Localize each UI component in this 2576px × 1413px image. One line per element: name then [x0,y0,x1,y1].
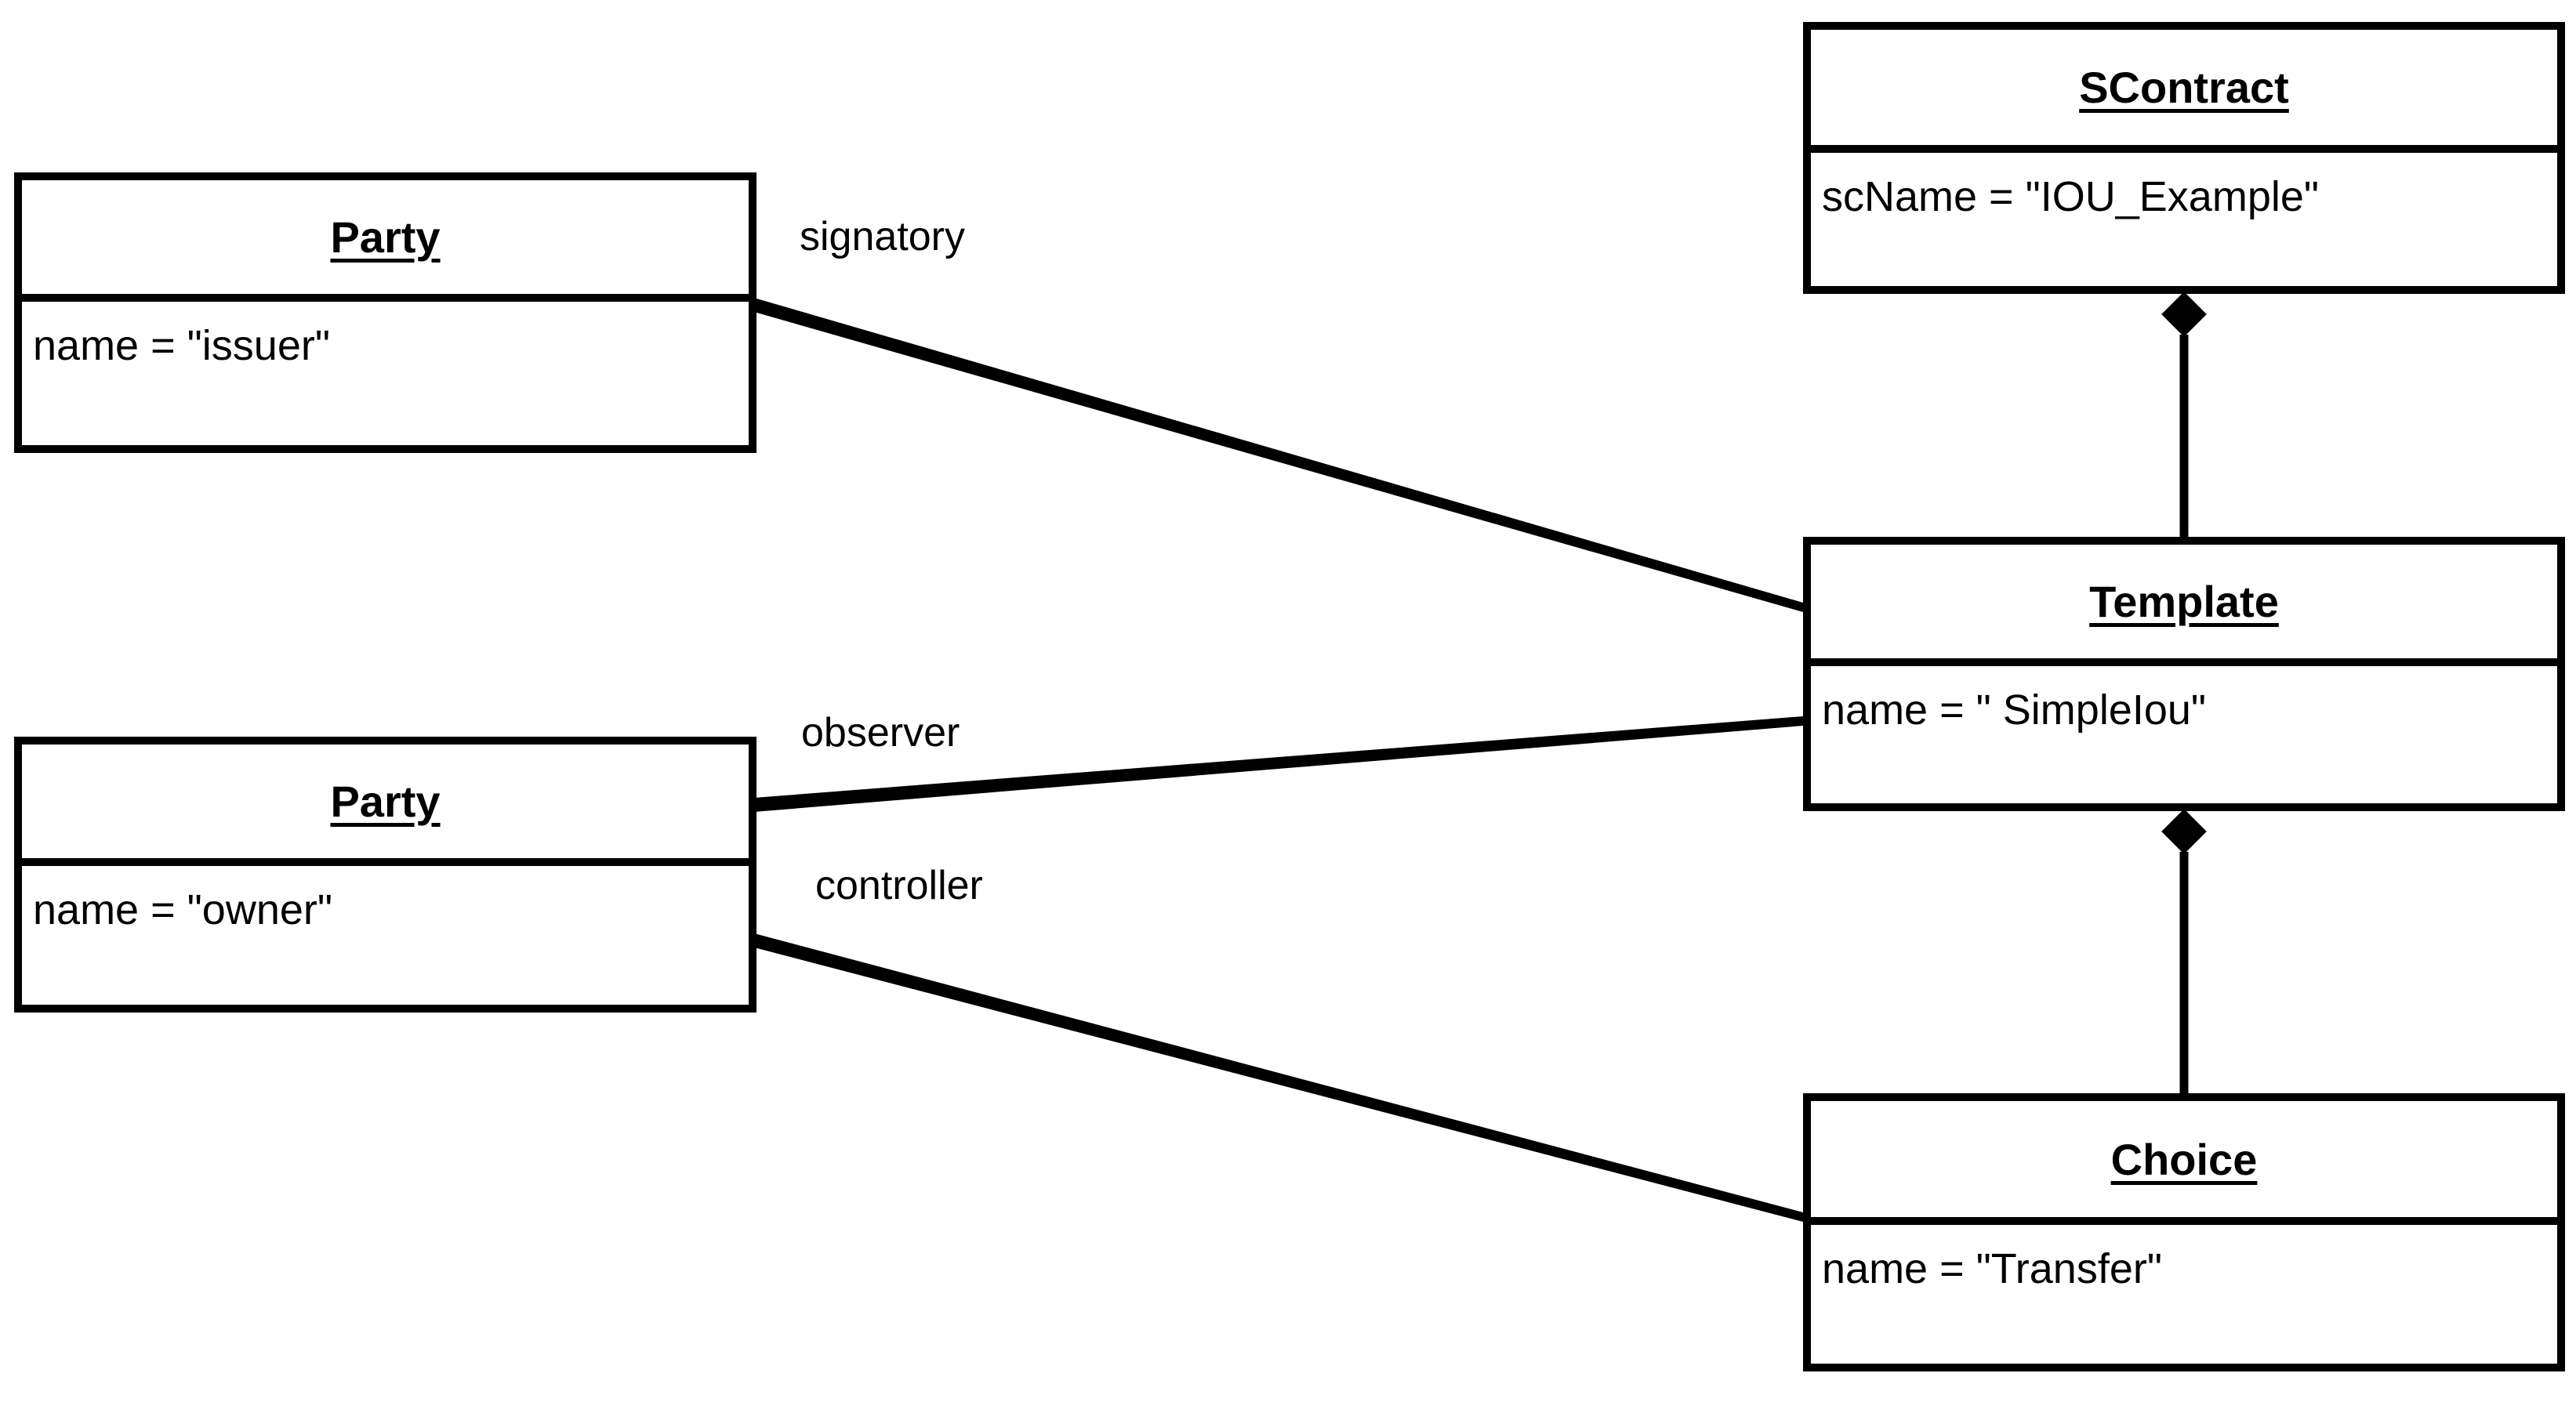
object-node-party-issuer[interactable]: Party name = "issuer" [14,172,756,453]
node-title-row: Choice [1811,1101,2557,1225]
edge-edge-composition-template-choice [2161,809,2207,1093]
node-title-row: Party [22,180,749,302]
edge-label-observer: observer [801,710,960,755]
node-attribute: name = "issuer" [33,322,331,369]
edge-edge-signatory [645,240,1803,612]
edge-label-signatory: signatory [800,214,965,259]
node-title-row: Template [1811,545,2557,666]
node-title: Party [330,777,441,826]
node-attribute-row: name = " SimpleIou" [1811,666,2557,803]
node-attribute: name = "owner" [33,886,333,933]
object-node-choice[interactable]: Choice name = "Transfer" [1803,1093,2565,1371]
node-attribute: name = "Transfer" [1822,1245,2163,1292]
node-attribute-row: name = "owner" [22,866,749,1005]
edge-edge-composition-scontract-template [2161,292,2207,537]
node-attribute: scName = "IOU_Example" [1822,173,2320,220]
object-node-party-owner[interactable]: Party name = "owner" [14,737,756,1013]
edge-edge-controller [656,881,1803,1222]
node-title-row: SContract [1811,30,2557,153]
object-node-scontract[interactable]: SContract scName = "IOU_Example" [1803,22,2565,294]
node-title: Choice [2110,1134,2258,1184]
node-title: Template [2089,577,2279,626]
node-attribute-row: name = "issuer" [22,302,749,445]
node-attribute: name = " SimpleIou" [1822,687,2207,734]
node-title: SContract [2079,63,2289,112]
node-title: Party [330,212,441,262]
node-attribute-row: name = "Transfer" [1811,1225,2557,1364]
edge-label-controller: controller [815,863,983,908]
node-title-row: Party [22,745,749,866]
node-attribute-row: scName = "IOU_Example" [1811,153,2557,286]
object-node-template[interactable]: Template name = " SimpleIou" [1803,537,2565,811]
